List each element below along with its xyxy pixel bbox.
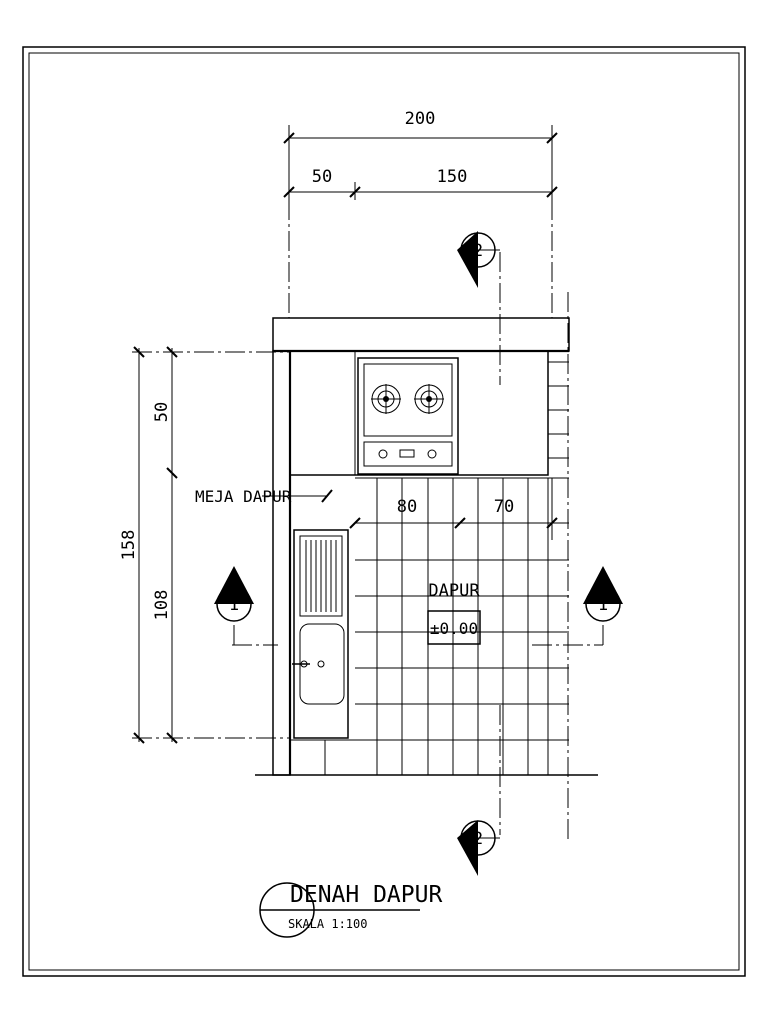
top-dimension-lines <box>283 125 558 318</box>
title-symbol <box>259 882 420 938</box>
drawing-scale: SKALA 1:100 <box>288 917 367 931</box>
dim-counter-right: 70 <box>494 497 514 517</box>
section-marker-bottom <box>457 820 500 876</box>
section-marker-left <box>214 566 254 645</box>
section-marker-right-label: 1 <box>598 595 608 615</box>
dim-total-width: 200 <box>405 109 436 129</box>
counter-label-leader <box>262 489 333 503</box>
dim-depth-bottom: 108 <box>152 590 172 621</box>
sink <box>292 529 349 739</box>
dim-counter-left: 80 <box>397 497 417 517</box>
section-marker-top <box>457 231 500 288</box>
section-cut-lines <box>232 252 603 840</box>
floor-level-box <box>427 610 481 645</box>
kitchen-counter <box>289 350 549 476</box>
dim-width-left: 50 <box>312 167 332 187</box>
floor-level-label: ±0.00 <box>430 619 478 638</box>
drawing-border <box>22 46 746 977</box>
gas-stove <box>357 357 459 475</box>
section-marker-right <box>583 566 623 645</box>
counter-label: MEJA DAPUR <box>195 487 292 506</box>
walls <box>272 317 570 776</box>
drawing-title: DENAH DAPUR <box>290 882 442 908</box>
section-marker-left-label: 1 <box>229 595 239 615</box>
section-marker-top-label: 2 <box>473 241 483 261</box>
counter-dimension-lines <box>349 478 558 540</box>
dim-total-depth: 158 <box>119 530 139 561</box>
section-marker-bottom-label: 2 <box>473 829 483 849</box>
room-label: DAPUR <box>428 581 480 601</box>
dim-width-right: 150 <box>437 167 468 187</box>
left-dimension-lines <box>132 346 290 744</box>
floor-tiles <box>255 361 598 776</box>
dim-depth-top: 50 <box>152 402 172 422</box>
